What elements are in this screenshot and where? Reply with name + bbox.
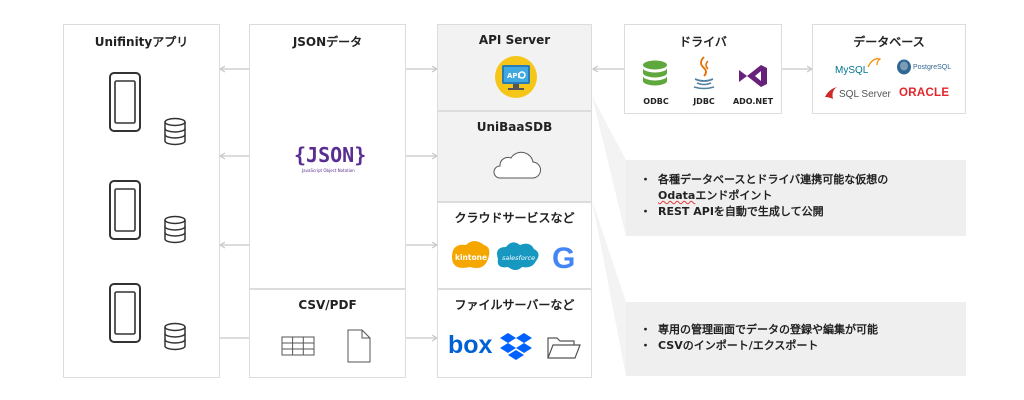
databases-title: データベース (853, 35, 925, 49)
phone-icon (109, 283, 141, 343)
mysql-dolphin-icon (867, 58, 881, 68)
kintone-logo: kintone (452, 241, 490, 268)
callout-bottom-item-2: CSVのインポート/エクスポート (636, 338, 956, 354)
file-servers-panel: ファイルサーバーなど box (437, 289, 592, 378)
phone-icon (109, 72, 141, 132)
csv-column: CSV/PDF (249, 289, 406, 378)
java-icon (693, 56, 715, 90)
database-icon (164, 117, 186, 146)
postgresql-elephant-icon (897, 59, 911, 75)
driver-label-odbc: ODBC (643, 97, 669, 106)
file-servers-title: ファイルサーバーなど (454, 298, 575, 312)
unibaasdb-panel: UniBaaSDB (437, 111, 592, 202)
driver-label-jdbc: JDBC (693, 97, 715, 106)
svg-text:G: G (552, 242, 575, 275)
oracle-logo: ORACLE (899, 87, 950, 99)
cloud-icon (493, 151, 541, 179)
odbc-icon (643, 60, 667, 86)
document-icon (347, 329, 371, 363)
callout-bottom-item-1: 専用の管理画面でデータの登録や編集が可能 (636, 322, 956, 338)
api-icon: API (495, 56, 537, 98)
sql-server-icon (825, 87, 837, 99)
phone-icon (109, 180, 141, 240)
drivers-panel: ドライバ ODBC JDBC ADO.NET (624, 24, 782, 114)
cloud-services-panel: クラウドサービスなど kintone salesforce G (437, 202, 592, 289)
json-logo: {JSON} (294, 143, 367, 167)
csv-pdf-icons (281, 329, 371, 363)
cloud-services-title: クラウドサービスなど (454, 211, 575, 225)
unibaasdb-title: UniBaaSDB (476, 120, 553, 134)
svg-text:kintone: kintone (455, 253, 487, 262)
api-server-panel: API Server API (437, 24, 592, 111)
json-logo-subtitle: JavaScript Object Notation (302, 168, 355, 173)
csv-column-title: CSV/PDF (298, 298, 357, 312)
callout-bottom: 専用の管理画面でデータの登録や編集が可能 CSVのインポート/エクスポート (626, 302, 966, 376)
databases-panel: データベース MySQL PostgreSQL SQL Server ORACL… (812, 24, 966, 114)
visual-studio-icon (739, 65, 767, 87)
devices-group (109, 72, 186, 351)
table-icon (281, 336, 315, 356)
database-icon (164, 215, 186, 244)
json-column: JSONデータ {JSON} JavaScript Object Notatio… (249, 24, 406, 289)
svg-text:API: API (507, 72, 520, 80)
mysql-logo: MySQL (835, 65, 869, 76)
app-column-title: Unifinityアプリ (94, 35, 189, 49)
google-logo: G (552, 242, 575, 275)
dropbox-icon (500, 333, 532, 360)
file-server-logos: box (448, 331, 581, 360)
salesforce-logo: salesforce (497, 242, 539, 270)
api-server-title: API Server (478, 33, 551, 47)
drivers-title: ドライバ (679, 35, 727, 49)
callout-top-item-2: REST APIを自動で生成して公開 (636, 204, 956, 220)
driver-label-adonet: ADO.NET (732, 97, 774, 106)
sql-server-logo: SQL Server (839, 89, 891, 100)
folder-icon (547, 337, 581, 359)
arrowhead (218, 65, 226, 73)
database-icon (164, 322, 186, 351)
svg-text:box: box (448, 331, 493, 359)
postgresql-logo: PostgreSQL (913, 64, 952, 71)
svg-text:salesforce: salesforce (502, 254, 535, 262)
cloud-service-logos: kintone salesforce G (452, 241, 575, 275)
json-column-title: JSONデータ (292, 35, 363, 49)
box-logo: box (448, 331, 493, 359)
app-column: Unifinityアプリ (63, 24, 220, 378)
